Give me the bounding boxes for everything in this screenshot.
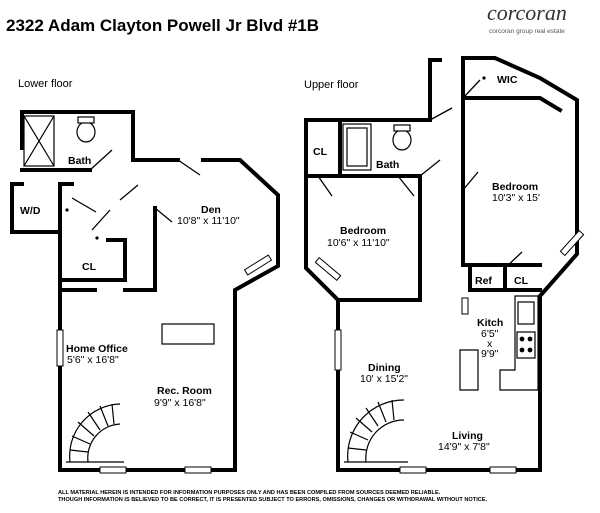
lower-wall-right-upper <box>201 158 280 302</box>
upper-closet2-label: CL <box>514 275 529 287</box>
bathtub-icon <box>342 123 372 171</box>
lower-door-wd <box>71 197 97 213</box>
upper-window-living-right <box>489 466 517 474</box>
lower-counter <box>161 323 215 345</box>
ref-label: Ref <box>475 275 492 287</box>
lower-spiral-stair-icon <box>66 403 124 463</box>
burner-icon <box>527 336 533 342</box>
lower-wall-closet <box>58 230 90 282</box>
living-dims: 14'9" x 7'8" <box>438 441 490 453</box>
upper-floor-label: Upper floor <box>304 79 359 91</box>
lower-door-den-side <box>154 207 173 223</box>
kitchen-width: 6'5" <box>481 328 499 340</box>
listing-address: 2322 Adam Clayton Powell Jr Blvd #1B <box>6 16 319 35</box>
rec-room-dims: 9'9" x 16'8" <box>154 397 206 409</box>
upper-door-closet2 <box>504 251 523 269</box>
upper-wall-top-right <box>428 58 442 122</box>
kitchen-x: x <box>487 338 493 350</box>
upper-dot-icon <box>482 76 486 80</box>
dining-label: Dining <box>368 362 401 374</box>
brand-tagline: corcoran group real estate <box>489 28 565 35</box>
upper-window-bedroom2 <box>559 229 585 257</box>
bedroom1-dims: 10'6" x 11'10" <box>327 237 390 249</box>
upper-wall-ref <box>468 266 507 292</box>
living-label: Living <box>452 430 483 442</box>
lower-wall-closet-right <box>86 238 127 282</box>
lower-door-den <box>177 159 201 176</box>
lower-wall-wd <box>10 182 62 234</box>
burner-icon <box>527 347 533 353</box>
lower-wall-top <box>20 110 180 162</box>
upper-window-bedroom1 <box>314 256 342 282</box>
toilet-tank-icon <box>77 116 95 124</box>
home-office-label: Home Office <box>66 343 128 355</box>
upper-door-bedroom1 <box>419 159 441 177</box>
bedroom2-dims: 10'3" x 15' <box>492 192 540 204</box>
sink-icon <box>517 301 535 325</box>
upper-wall-wic <box>461 96 563 113</box>
upper-wall-outer <box>304 56 579 472</box>
upper-spiral-stair-icon <box>344 399 408 463</box>
wic-label: WIC <box>497 74 518 86</box>
lower-window-bottom-right <box>184 466 212 474</box>
lower-closet-label: CL <box>82 261 97 273</box>
home-office-dims: 5'6" x 16'8" <box>67 354 119 366</box>
lower-dot-icon <box>95 236 99 240</box>
lower-dot-icon <box>65 208 69 212</box>
lower-window-office <box>56 329 64 367</box>
rec-room-label: Rec. Room <box>157 385 212 397</box>
upper-window-dining <box>334 329 342 371</box>
stove-icon <box>516 331 536 359</box>
lower-door-hall <box>119 184 139 201</box>
lower-wd-label: W/D <box>20 205 41 217</box>
toilet-icon <box>392 129 412 151</box>
disclaimer-line-2: THOUGH INFORMATION IS BELIEVED TO BE COR… <box>58 497 488 503</box>
burner-icon <box>519 336 525 342</box>
bathtub-inner-icon <box>346 127 368 167</box>
upper-window-kitchen <box>461 297 469 315</box>
upper-door-wic <box>462 79 481 99</box>
kitchen-label: Kitch <box>477 317 503 329</box>
lower-wall-outer <box>58 278 237 472</box>
lower-door-closet <box>91 209 111 231</box>
lower-floor-plan: Bath W/D CL Den 10'8" x 11'10" Home Offi… <box>10 110 280 474</box>
dining-dims: 10' x 15'2" <box>360 373 408 385</box>
upper-door-bath <box>397 175 415 197</box>
kitchen-depth: 9'9" <box>481 348 499 360</box>
lower-window-den <box>243 254 273 276</box>
upper-window-living-left <box>399 466 427 474</box>
bedroom1-label: Bedroom <box>340 225 386 237</box>
toilet-tank-icon <box>393 124 411 132</box>
den-label: Den <box>201 204 221 216</box>
lower-window-bottom-left <box>99 466 127 474</box>
upper-bath-label: Bath <box>376 159 399 171</box>
lower-door-bath <box>89 149 113 171</box>
upper-door-closet <box>317 175 333 197</box>
lower-bath-label: Bath <box>68 155 91 167</box>
upper-wall-bedroom1 <box>336 174 422 302</box>
brand-logo: corcoran <box>487 0 567 25</box>
upper-closet1-label: CL <box>313 146 328 158</box>
upper-floor-plan: CL Bath Bedroom 10'6" x 11'10" WIC Bedro… <box>304 56 585 474</box>
toilet-icon <box>76 121 96 143</box>
bedroom2-label: Bedroom <box>492 181 538 193</box>
kitchen-island <box>459 349 479 391</box>
upper-door-bedroom2 <box>462 171 479 191</box>
shower-cross-icon <box>23 115 55 167</box>
disclaimer-line-1: ALL MATERIAL HEREIN IS INTENDED FOR INFO… <box>58 490 441 496</box>
upper-door-hall <box>429 107 453 121</box>
lower-floor-label: Lower floor <box>18 78 73 90</box>
burner-icon <box>519 347 525 353</box>
den-dims: 10'8" x 11'10" <box>177 215 240 227</box>
